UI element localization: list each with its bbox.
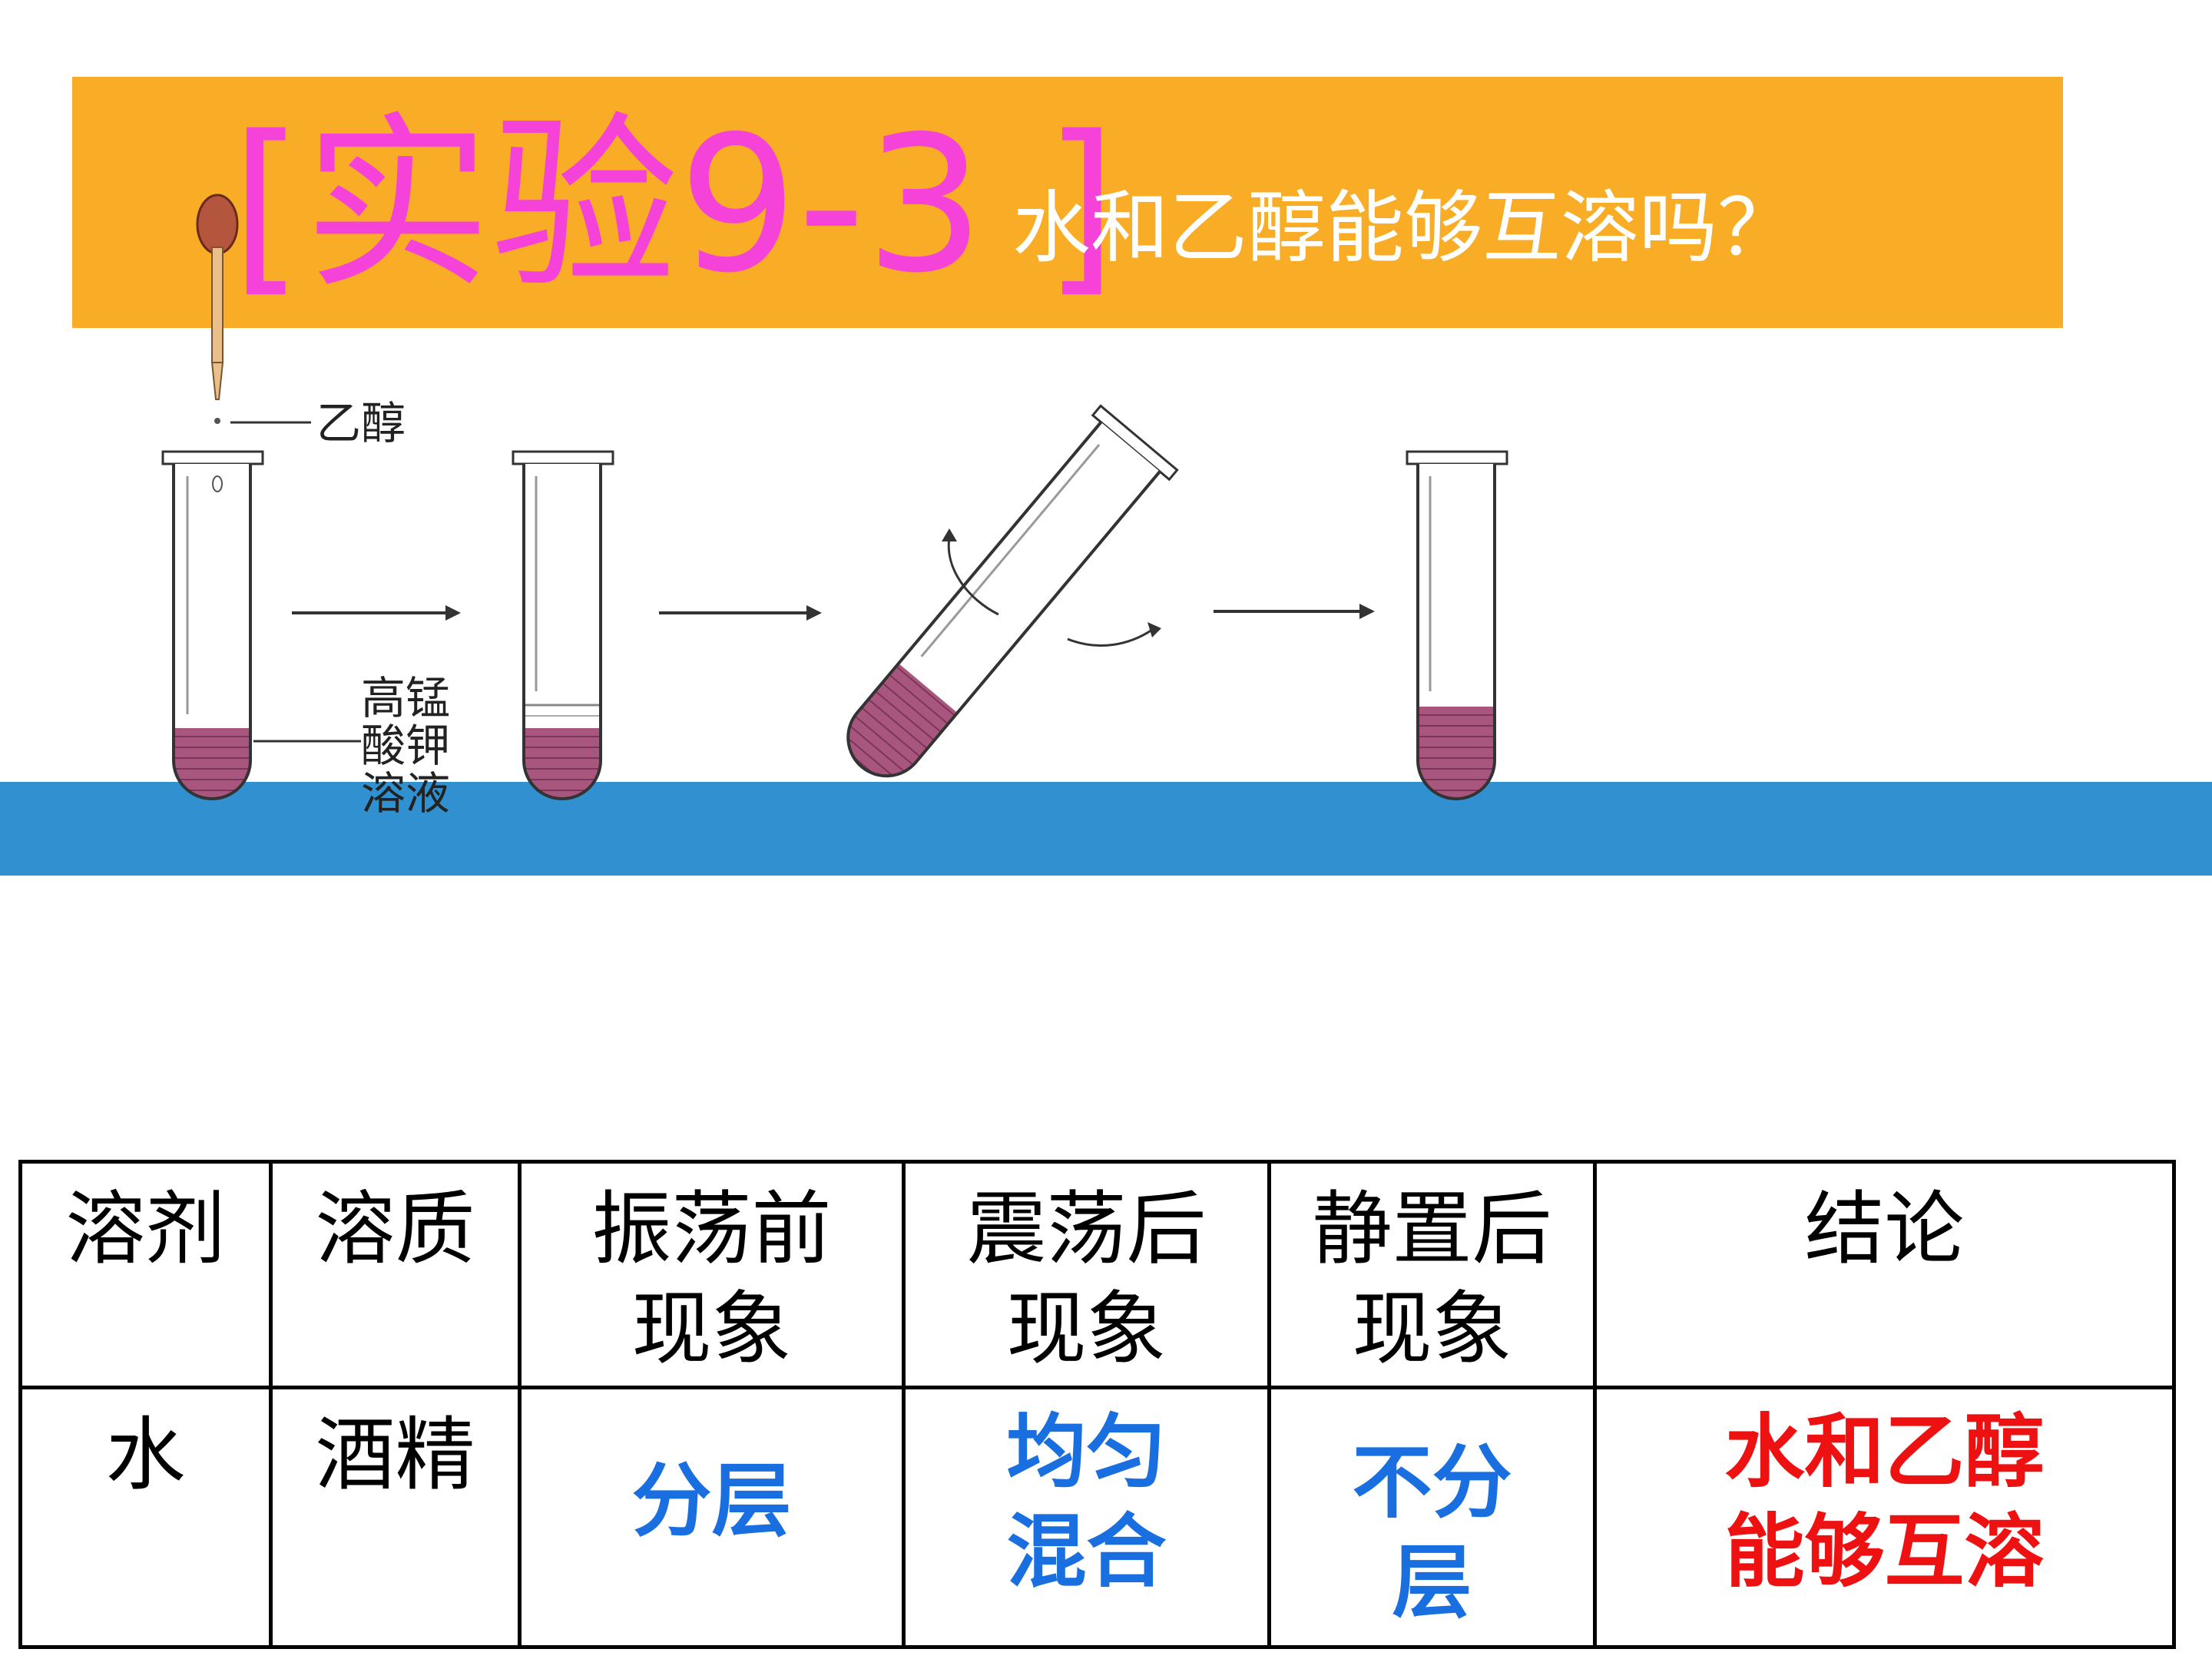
cell-after-rest: 不分 层 <box>1267 1386 1597 1649</box>
cell-conclusion: 水和乙醇 能够互溶 <box>1593 1386 2176 1649</box>
header-cell-before: 振荡前现象 <box>518 1160 906 1389</box>
experiment-question: 水和乙醇能够互溶吗？ <box>1012 183 1796 274</box>
cell-after-shake: 均匀 混合 <box>902 1386 1271 1649</box>
table-header-row: 溶剂 溶质 振荡前现象 震荡后现象 静置后现象 结论 <box>18 1160 2176 1389</box>
test-tube-2 <box>512 450 614 800</box>
arrow-right-icon <box>659 605 822 621</box>
label-solution-line3: 溶液 <box>361 767 451 820</box>
dropper-icon <box>196 194 239 424</box>
shake-arrow-icon <box>942 528 1161 647</box>
label-ethanol: 乙醇 <box>316 397 406 449</box>
header-cell-solute: 溶质 <box>269 1160 522 1389</box>
cell-solute: 酒精 <box>269 1386 522 1649</box>
results-table: 溶剂 溶质 振荡前现象 震荡后现象 静置后现象 结论 水 酒精 分层 均匀 混合… <box>18 1160 2176 1649</box>
cell-solvent: 水 <box>18 1386 273 1649</box>
test-tube-1 <box>161 450 264 800</box>
experiment-diagram <box>161 194 1508 800</box>
header-cell-solvent: 溶剂 <box>18 1160 273 1389</box>
experiment-title: [实验9-3 ] <box>230 96 1118 314</box>
title-banner <box>72 77 2063 328</box>
header-cell-after-rest: 静置后现象 <box>1267 1160 1597 1389</box>
header-cell-after-shake: 震荡后现象 <box>902 1160 1271 1389</box>
arrow-right-icon <box>292 605 461 621</box>
test-tube-3-shaking <box>846 404 1179 778</box>
label-solution-line1: 高锰 <box>361 672 451 724</box>
header-cell-conclusion: 结论 <box>1593 1160 2176 1389</box>
label-solution-line2: 酸钾 <box>361 720 451 772</box>
table-row: 水 酒精 分层 均匀 混合 不分 层 水和乙醇 能够互溶 <box>18 1386 2176 1649</box>
blue-divider-band <box>0 782 2212 876</box>
test-tube-4 <box>1406 450 1508 800</box>
cell-before: 分层 <box>518 1386 906 1649</box>
arrow-right-icon <box>1214 604 1375 619</box>
